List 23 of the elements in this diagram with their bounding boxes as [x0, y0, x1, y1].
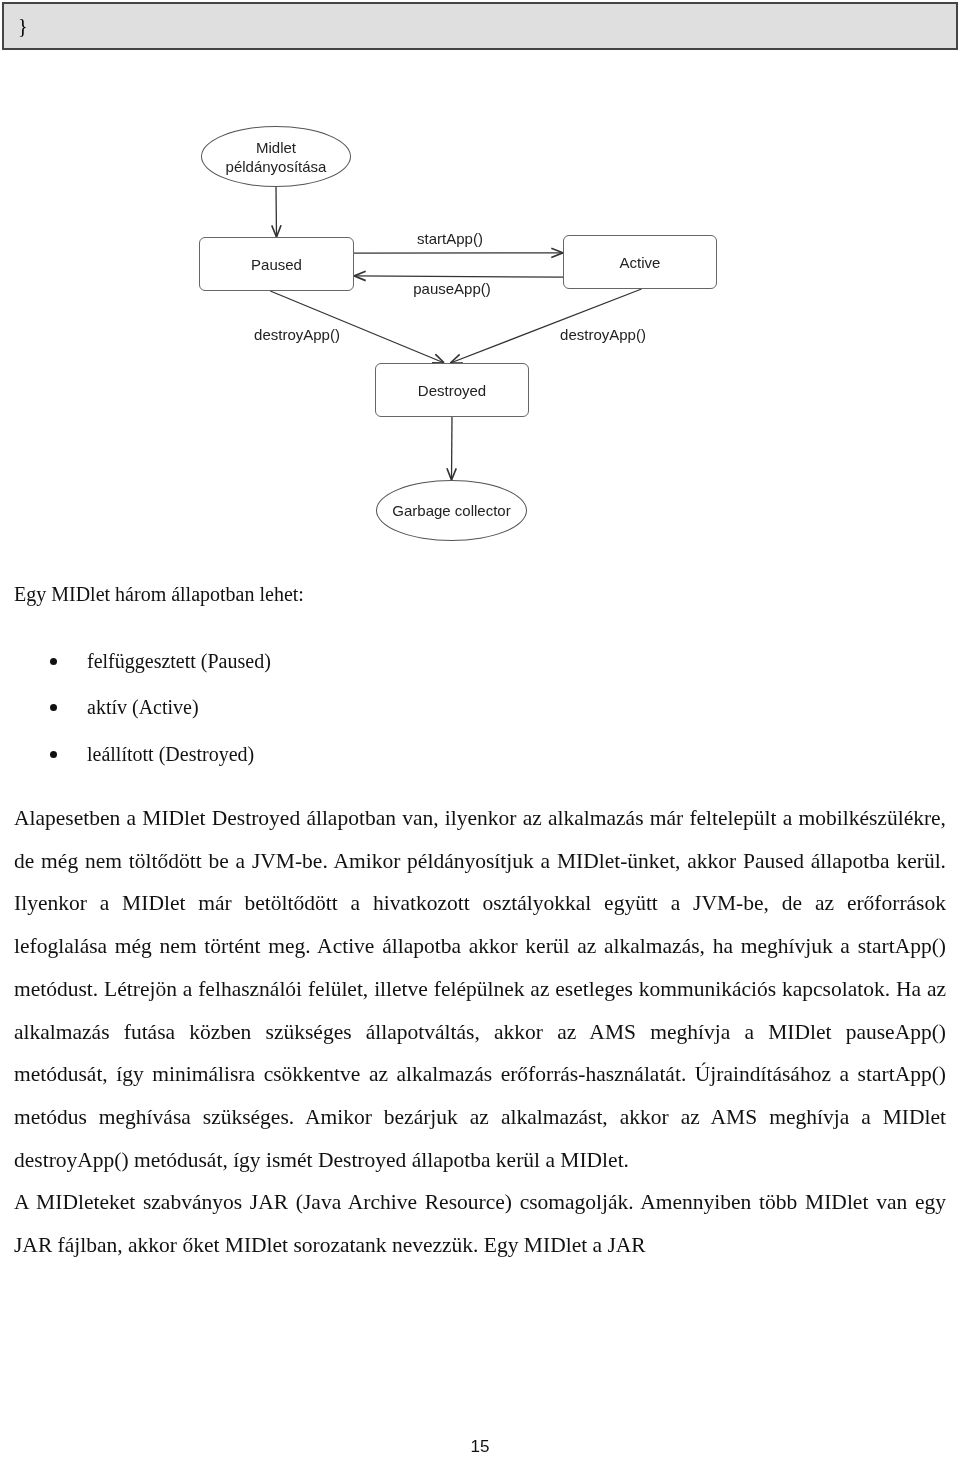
paragraph: A MIDleteket szabványos JAR (Java Archive Resource) csomagolják. Amennyiben több MIDlet van egy JAR fájlban, akkor őket MIDlet sorozatank nevezzük. Egy MIDlet a JAR: [14, 1189, 946, 1260]
code-block: [2, 2, 958, 50]
state-box: [199, 237, 354, 291]
arrow: [270, 186, 282, 238]
intro-text: Egy MIDlet három állapotban lehet:: [14, 582, 305, 606]
node-text: Destroyed: [417, 380, 487, 400]
state-box: [563, 235, 717, 289]
list-item: aktív (Active): [87, 695, 200, 719]
arrow: [446, 416, 458, 481]
page-number: 15: [469, 1436, 491, 1458]
node-text: Active: [619, 252, 661, 272]
node-text: Garbage collector: [392, 501, 511, 520]
arrow: [353, 270, 564, 282]
list-item: felfüggesztett (Paused): [87, 649, 272, 673]
node-text: Paused: [251, 254, 302, 274]
arrow: [269, 290, 446, 364]
node-text: Midlet példányosítása: [224, 137, 328, 176]
arrow: [353, 247, 564, 259]
paragraph: Alapesetben a MIDlet Destroyed állapotban van, ilyenkor az alkalmazás már feltelepült a mobilkészülékre, de még nem töltődött be a JVM-be. Amikor példányosítjuk a MIDlet-ünket, akkor Paused állapotba kerül. Ilyenkor a MIDlet már betöltődött a hivatkozott osztályokkal együtt a JVM-be, de az erőforrások lefoglalása még nem történt meg. Active állapotba akkor kerül az alkalmazás, ha meghívjuk a startApp() metódust. Létrejön a felhasználói felület, illetve felépülnek az esetleges kommunikációs kapcsolatok. Ha az alkalmazás futása közben szükséges állapotváltás, akkor az AMS meghívja a MIDlet pauseApp() metódusát, így minimálisra csökkentve az alkalmazás erőforrás-használatát. Újraindításához a startApp() metódus meghívása szükséges. Amikor bezárjuk az alkalmazást, akkor az AMS meghívja a MIDlet destroyApp() metódusát, így ismét Destroyed állapotba kerül a MIDlet.: [14, 805, 946, 1174]
state-box: [375, 363, 529, 417]
arrow: [449, 288, 643, 364]
code-text: }: [18, 14, 28, 38]
list-item: leállított (Destroyed): [87, 742, 256, 766]
